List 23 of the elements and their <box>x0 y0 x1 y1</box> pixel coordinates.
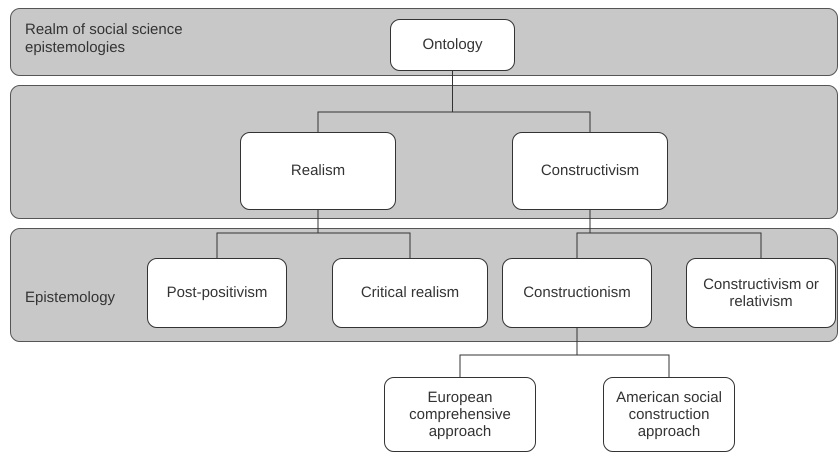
band-panel <box>10 85 838 219</box>
node-label: Constructivism <box>540 162 640 180</box>
node-label: European comprehensive approach <box>408 388 512 440</box>
concept-box <box>384 377 536 452</box>
concept-box <box>240 132 396 210</box>
concept-box <box>686 258 836 328</box>
node-label: Constructionism <box>522 284 632 302</box>
band-label: Epistemology <box>25 289 116 307</box>
node-label: Constructivism or relativism <box>702 276 820 310</box>
concept-box <box>147 258 287 328</box>
node-label: Realism <box>290 162 346 180</box>
band-panel <box>10 8 838 76</box>
concept-box <box>512 132 668 210</box>
concept-box <box>390 19 515 71</box>
node-label: Ontology <box>421 36 484 54</box>
concept-box <box>502 258 652 328</box>
band-label: Realm of social science epistemologies <box>25 21 184 57</box>
concept-box <box>332 258 488 328</box>
node-label: Post-positivism <box>166 284 268 302</box>
node-label: Critical realism <box>360 284 460 302</box>
band-panel <box>10 228 838 342</box>
concept-box <box>603 377 735 452</box>
node-label: American social construction approach <box>615 388 723 440</box>
